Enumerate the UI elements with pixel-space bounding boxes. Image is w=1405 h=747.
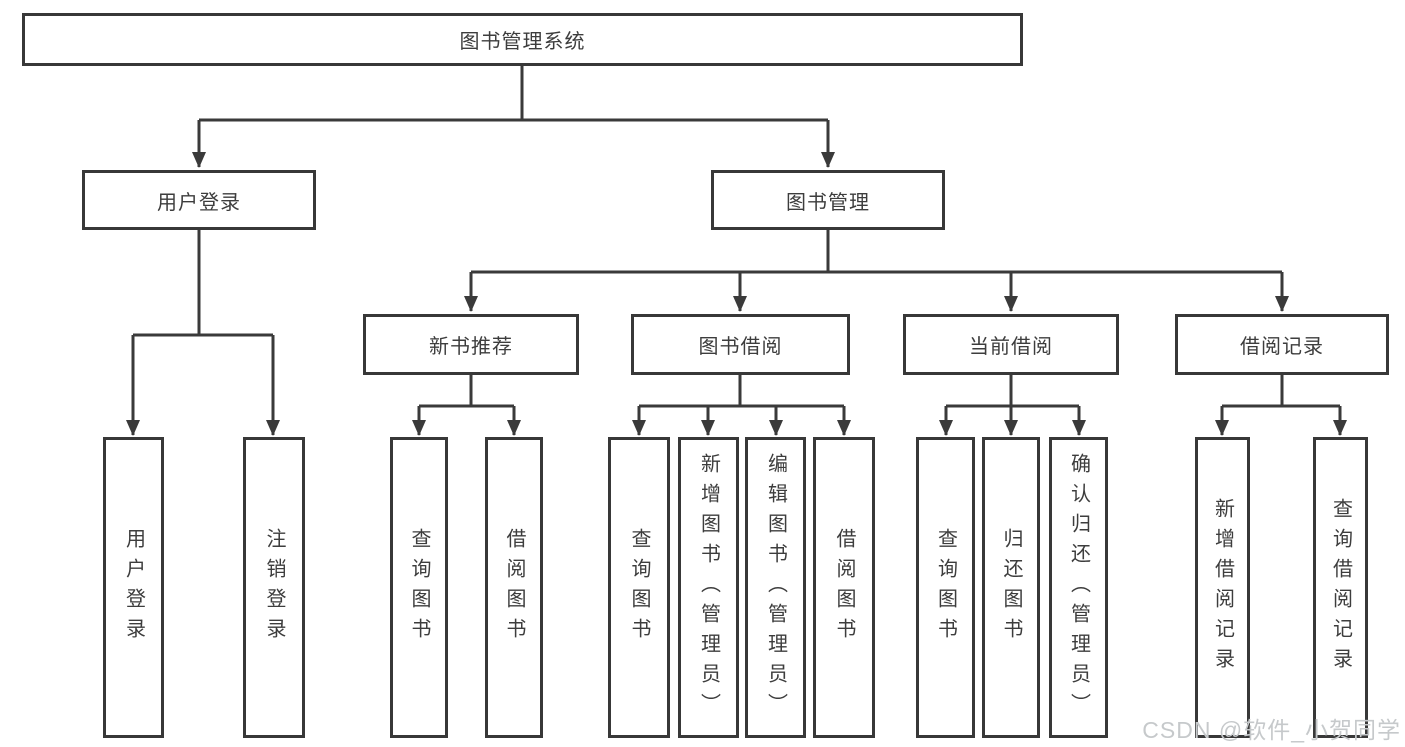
node-label: 归还图书: [1000, 527, 1022, 648]
node-label: 用户登录: [122, 527, 145, 648]
leaf-query-books-current: 查询图书: [916, 437, 975, 738]
leaf-borrow-books: 借阅图书: [813, 437, 875, 738]
node-label: 编辑图书（管理员）: [764, 452, 787, 723]
node-label: 查询图书: [934, 527, 957, 648]
node-label: 新增借阅记录: [1211, 497, 1234, 678]
leaf-return-books: 归还图书: [982, 437, 1040, 738]
leaf-edit-books-admin: 编辑图书（管理员）: [745, 437, 806, 738]
node-label: 新书推荐: [429, 336, 513, 358]
node-label: 查询图书: [628, 527, 650, 648]
node-label: 用户登录: [157, 191, 241, 214]
node-user-login: 用户登录: [82, 170, 316, 230]
node-label: 图书管理系统: [459, 31, 586, 53]
node-label: 当前借阅: [969, 336, 1053, 358]
node-label: 借阅图书: [833, 527, 855, 648]
leaf-query-books-borrow: 查询图书: [608, 437, 670, 738]
node-label: 查询图书: [408, 527, 430, 648]
leaf-add-borrow-record: 新增借阅记录: [1195, 437, 1250, 738]
node-book-borrowing: 图书借阅: [631, 314, 850, 375]
leaf-query-books-recommend: 查询图书: [390, 437, 448, 738]
csdn-watermark: CSDN @软件_小贺同学: [1142, 717, 1401, 743]
node-new-book-recommend: 新书推荐: [363, 314, 579, 375]
node-label: 注销登录: [263, 527, 285, 648]
node-borrowing-records: 借阅记录: [1175, 314, 1389, 375]
node-label: 借阅图书: [503, 527, 525, 648]
node-label: 图书管理: [786, 191, 870, 214]
leaf-borrow-books-recommend: 借阅图书: [485, 437, 543, 738]
node-root-book-management-system: 图书管理系统: [22, 13, 1023, 66]
node-label: 新增图书（管理员）: [697, 452, 720, 723]
leaf-logout: 注销登录: [243, 437, 305, 738]
node-label: 确认归还（管理员）: [1067, 452, 1090, 723]
node-label: 查询借阅记录: [1329, 497, 1352, 678]
node-current-borrowing: 当前借阅: [903, 314, 1119, 375]
node-label: 借阅记录: [1240, 336, 1324, 358]
node-label: 图书借阅: [698, 336, 783, 358]
leaf-confirm-return-admin: 确认归还（管理员）: [1049, 437, 1108, 738]
leaf-query-borrow-record: 查询借阅记录: [1313, 437, 1368, 738]
leaf-user-login: 用户登录: [103, 437, 164, 738]
leaf-add-books-admin: 新增图书（管理员）: [678, 437, 739, 738]
node-book-management: 图书管理: [711, 170, 945, 230]
